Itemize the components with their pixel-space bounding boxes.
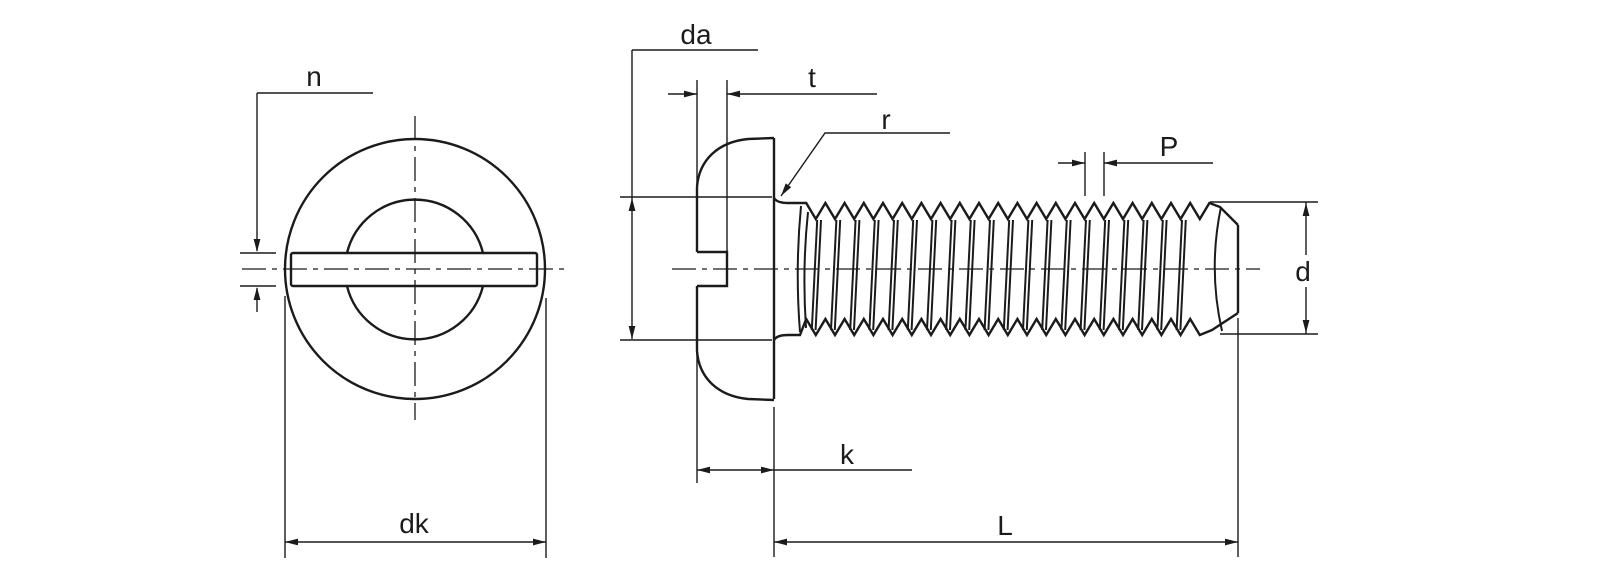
dim-label-t: t bbox=[808, 62, 816, 93]
thread-flank-line bbox=[810, 219, 819, 331]
thread-flank-line bbox=[968, 219, 976, 331]
thread-flank-line bbox=[1160, 219, 1168, 331]
thread-flank-line bbox=[1175, 219, 1183, 331]
thread-flank-line bbox=[987, 219, 995, 331]
arrowhead bbox=[1225, 538, 1238, 546]
dim-label-da: da bbox=[680, 19, 712, 50]
dim-k: k bbox=[696, 351, 912, 557]
arrowhead bbox=[1072, 159, 1085, 167]
thread-flank-line bbox=[833, 219, 842, 331]
thread-flank-line bbox=[1141, 219, 1149, 331]
thread-flank-line bbox=[814, 219, 822, 331]
thread-flank-line bbox=[1022, 219, 1030, 331]
thread-flank-line bbox=[1102, 219, 1110, 331]
arrowhead bbox=[1302, 320, 1310, 333]
dim-label-dk: dk bbox=[399, 508, 430, 539]
dim-t: t bbox=[668, 62, 877, 252]
arrowhead bbox=[285, 538, 298, 546]
arrowhead bbox=[253, 287, 261, 300]
arrowhead bbox=[628, 326, 636, 339]
thread-flank-line bbox=[1041, 219, 1049, 331]
head-dome-top bbox=[695, 136, 775, 188]
thread-flank-line bbox=[906, 219, 915, 331]
thread-flank-line bbox=[949, 219, 957, 331]
thread-flank-line bbox=[926, 219, 934, 331]
dim-label-k: k bbox=[840, 439, 855, 470]
underhead-fillet-top bbox=[772, 197, 789, 205]
arrowhead bbox=[774, 538, 787, 546]
leader-line bbox=[780, 132, 950, 197]
thread-flank-line bbox=[1025, 219, 1034, 331]
dim-dk: dk bbox=[284, 296, 547, 558]
thread-flank-line bbox=[1002, 219, 1011, 331]
thread-flank-line bbox=[1083, 219, 1091, 331]
dim-L: L bbox=[774, 318, 1239, 557]
thread-flank-line bbox=[853, 219, 861, 331]
thread-flank-line bbox=[872, 219, 880, 331]
arrowhead bbox=[1302, 203, 1310, 216]
front-view: n dk bbox=[240, 61, 568, 558]
thread-runout-curve bbox=[803, 211, 809, 329]
thread-flank-line bbox=[1121, 219, 1130, 331]
label-mask bbox=[1291, 255, 1317, 287]
thread-flank-line bbox=[887, 219, 895, 331]
thread-flank-line bbox=[1079, 219, 1087, 331]
thread-flank-line bbox=[1156, 219, 1164, 331]
dim-label-L: L bbox=[997, 510, 1013, 541]
arrowhead bbox=[697, 466, 710, 474]
dim-n: n bbox=[240, 61, 373, 312]
arrowhead bbox=[781, 183, 792, 196]
thread-flank-line bbox=[891, 219, 899, 331]
dim-label-n: n bbox=[306, 61, 322, 92]
thread-flank-line bbox=[910, 219, 918, 331]
thread-crest-top bbox=[788, 200, 1239, 226]
thread-flank-lines bbox=[810, 219, 1187, 331]
dim-d: d bbox=[1210, 201, 1318, 335]
thread-flank-line bbox=[929, 219, 938, 331]
thread-flank-line bbox=[1006, 219, 1014, 331]
arrowhead bbox=[761, 466, 774, 474]
thread-flank-line bbox=[1045, 219, 1053, 331]
dim-da: da bbox=[620, 19, 772, 341]
thread-flank-line bbox=[1118, 219, 1126, 331]
arrowhead bbox=[1104, 159, 1117, 167]
thread-flank-line bbox=[964, 219, 972, 331]
dim-label-r: r bbox=[881, 104, 890, 135]
side-view: da t r k L bbox=[620, 19, 1318, 557]
dim-r: r bbox=[780, 104, 950, 197]
thread-flank-line bbox=[849, 219, 857, 331]
arrowhead bbox=[727, 90, 740, 98]
arrowhead bbox=[684, 90, 697, 98]
underhead-fillet-bottom bbox=[772, 333, 789, 341]
thread-flank-line bbox=[830, 219, 838, 331]
dim-label-d: d bbox=[1295, 256, 1311, 287]
thread-flank-line bbox=[1098, 219, 1107, 331]
thread-flank-line bbox=[1137, 219, 1145, 331]
dim-P: P bbox=[1058, 131, 1213, 196]
thread-flank-line bbox=[868, 219, 876, 331]
head-dome-bottom bbox=[695, 350, 775, 402]
dim-label-P: P bbox=[1160, 131, 1179, 162]
arrowhead bbox=[253, 239, 261, 252]
thread-flank-line bbox=[1064, 219, 1072, 331]
arrowhead bbox=[628, 198, 636, 211]
thread-flank-line bbox=[1179, 219, 1187, 331]
arrowhead bbox=[533, 538, 546, 546]
thread-flank-line bbox=[983, 219, 991, 331]
thread-flank-line bbox=[1060, 219, 1068, 331]
thread-flank-line bbox=[945, 219, 953, 331]
